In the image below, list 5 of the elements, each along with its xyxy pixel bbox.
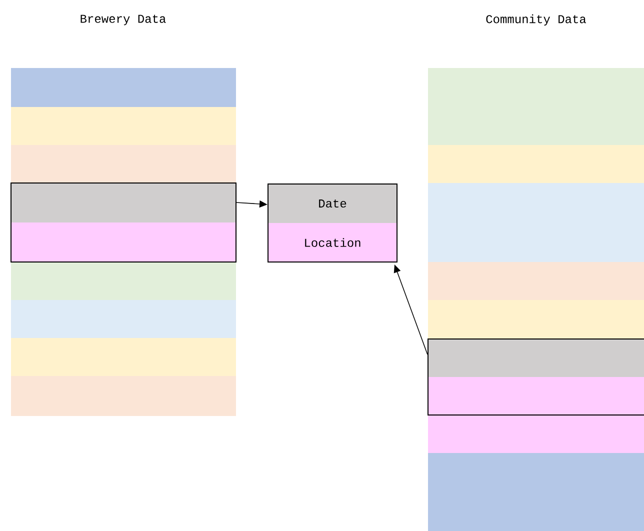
column-title: Community Data [486,14,586,26]
data-box: Date Location [268,184,398,262]
highlight-box [10,182,236,262]
column-title: Brewery Data [80,14,166,26]
highlight-box [428,338,644,416]
